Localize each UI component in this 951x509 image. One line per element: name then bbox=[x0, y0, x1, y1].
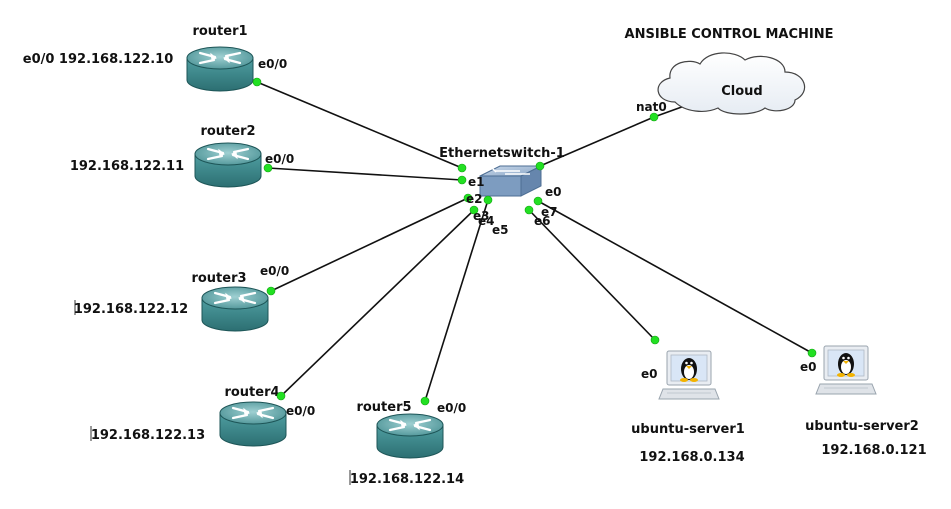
ubuntu-server1-icon bbox=[658, 350, 720, 400]
switch-port-e4: e4 bbox=[478, 214, 495, 228]
router2-port-label: e0/0 bbox=[265, 152, 294, 166]
link-router1-switch[interactable] bbox=[256, 81, 463, 169]
ubuntu-server2-node[interactable]: ubuntu-server2 bbox=[805, 345, 919, 434]
ubuntu-server1-port-label: e0 bbox=[641, 367, 658, 381]
switch-label: Ethernetswitch-1 bbox=[439, 146, 565, 161]
router2-label: router2 bbox=[200, 124, 255, 139]
router3-ip: 192.168.122.12 bbox=[74, 302, 188, 317]
switch-port-e5: e5 bbox=[492, 223, 509, 237]
port-dot[interactable] bbox=[457, 163, 467, 173]
cloud-icon bbox=[657, 52, 806, 115]
port-dot[interactable] bbox=[535, 161, 545, 171]
switch-node[interactable]: Ethernetswitch-1 bbox=[439, 146, 565, 197]
ubuntu-server1-ip: 192.168.0.134 bbox=[639, 450, 744, 465]
router5-port-label: e0/0 bbox=[437, 401, 466, 415]
ubuntu-server1-label: ubuntu-server1 bbox=[631, 422, 745, 437]
link-cloud-switch[interactable] bbox=[539, 116, 655, 167]
router3-icon bbox=[200, 285, 270, 333]
port-dot[interactable] bbox=[266, 286, 276, 296]
router2-node[interactable]: router2 bbox=[193, 124, 263, 189]
router4-icon bbox=[218, 400, 288, 448]
cloud-port-label: nat0 bbox=[636, 100, 667, 114]
router1-port-label: e0/0 bbox=[258, 57, 287, 71]
cloud-label: Cloud bbox=[721, 84, 763, 99]
ubuntu-server2-icon bbox=[815, 345, 877, 395]
router3-port-label: e0/0 bbox=[260, 264, 289, 278]
link-router5-switch[interactable] bbox=[424, 199, 489, 402]
router1-ip: e0/0 192.168.122.10 bbox=[23, 52, 174, 67]
port-dot[interactable] bbox=[807, 348, 817, 358]
control-machine-title: ANSIBLE CONTROL MACHINE bbox=[625, 27, 834, 42]
link-router3-switch[interactable] bbox=[270, 197, 469, 292]
port-dot[interactable] bbox=[276, 391, 286, 401]
port-dot[interactable] bbox=[524, 205, 534, 215]
ubuntu-server2-port-label: e0 bbox=[800, 360, 817, 374]
switch-port-e1: e1 bbox=[468, 175, 485, 189]
router5-icon bbox=[375, 412, 445, 460]
switch-port-e6: e6 bbox=[534, 214, 551, 228]
switch-port-e0: e0 bbox=[545, 185, 562, 199]
link-server2-switch[interactable] bbox=[537, 200, 813, 354]
router5-ip: 192.168.122.14 bbox=[350, 472, 464, 487]
port-dot[interactable] bbox=[420, 396, 430, 406]
router4-ip: 192.168.122.13 bbox=[91, 428, 205, 443]
port-dot[interactable] bbox=[650, 335, 660, 345]
router4-label: router4 bbox=[224, 385, 279, 400]
link-router2-switch[interactable] bbox=[267, 167, 463, 181]
port-labels: e0/0 e0/0 e0/0 e0/0 e0/0 nat0 e0 e1 e2 e… bbox=[258, 57, 817, 418]
port-dot[interactable] bbox=[252, 77, 262, 87]
router1-icon bbox=[185, 45, 255, 93]
links bbox=[256, 81, 813, 402]
router4-port-label: e0/0 bbox=[286, 404, 315, 418]
router2-ip: 192.168.122.11 bbox=[70, 159, 184, 174]
router5-node[interactable]: router5 bbox=[356, 400, 445, 460]
port-dot[interactable] bbox=[533, 196, 543, 206]
router1-node[interactable]: router1 bbox=[185, 24, 255, 93]
ubuntu-server2-ip: 192.168.0.121 bbox=[821, 443, 926, 458]
port-dot[interactable] bbox=[463, 193, 473, 203]
link-router4-switch[interactable] bbox=[280, 209, 475, 397]
switch-port-e2: e2 bbox=[466, 192, 483, 206]
port-dot[interactable] bbox=[469, 205, 479, 215]
ubuntu-server2-label: ubuntu-server2 bbox=[805, 419, 919, 434]
port-dot[interactable] bbox=[649, 112, 659, 122]
port-dot[interactable] bbox=[457, 175, 467, 185]
router3-label: router3 bbox=[191, 271, 246, 286]
cloud-node[interactable]: Cloud bbox=[657, 52, 806, 115]
port-dots bbox=[252, 77, 817, 406]
router2-icon bbox=[193, 141, 263, 189]
switch-port-e3: e3 bbox=[473, 209, 490, 223]
port-dot[interactable] bbox=[263, 163, 273, 173]
router1-label: router1 bbox=[192, 24, 247, 39]
link-server1-switch[interactable] bbox=[528, 209, 656, 341]
port-dot[interactable] bbox=[483, 195, 493, 205]
router4-node[interactable]: router4 bbox=[218, 385, 288, 448]
switch-port-e7: e7 bbox=[541, 205, 558, 219]
router5-label: router5 bbox=[356, 400, 411, 415]
ubuntu-server1-node[interactable]: ubuntu-server1 bbox=[631, 350, 745, 437]
router3-node[interactable]: router3 bbox=[191, 271, 270, 333]
